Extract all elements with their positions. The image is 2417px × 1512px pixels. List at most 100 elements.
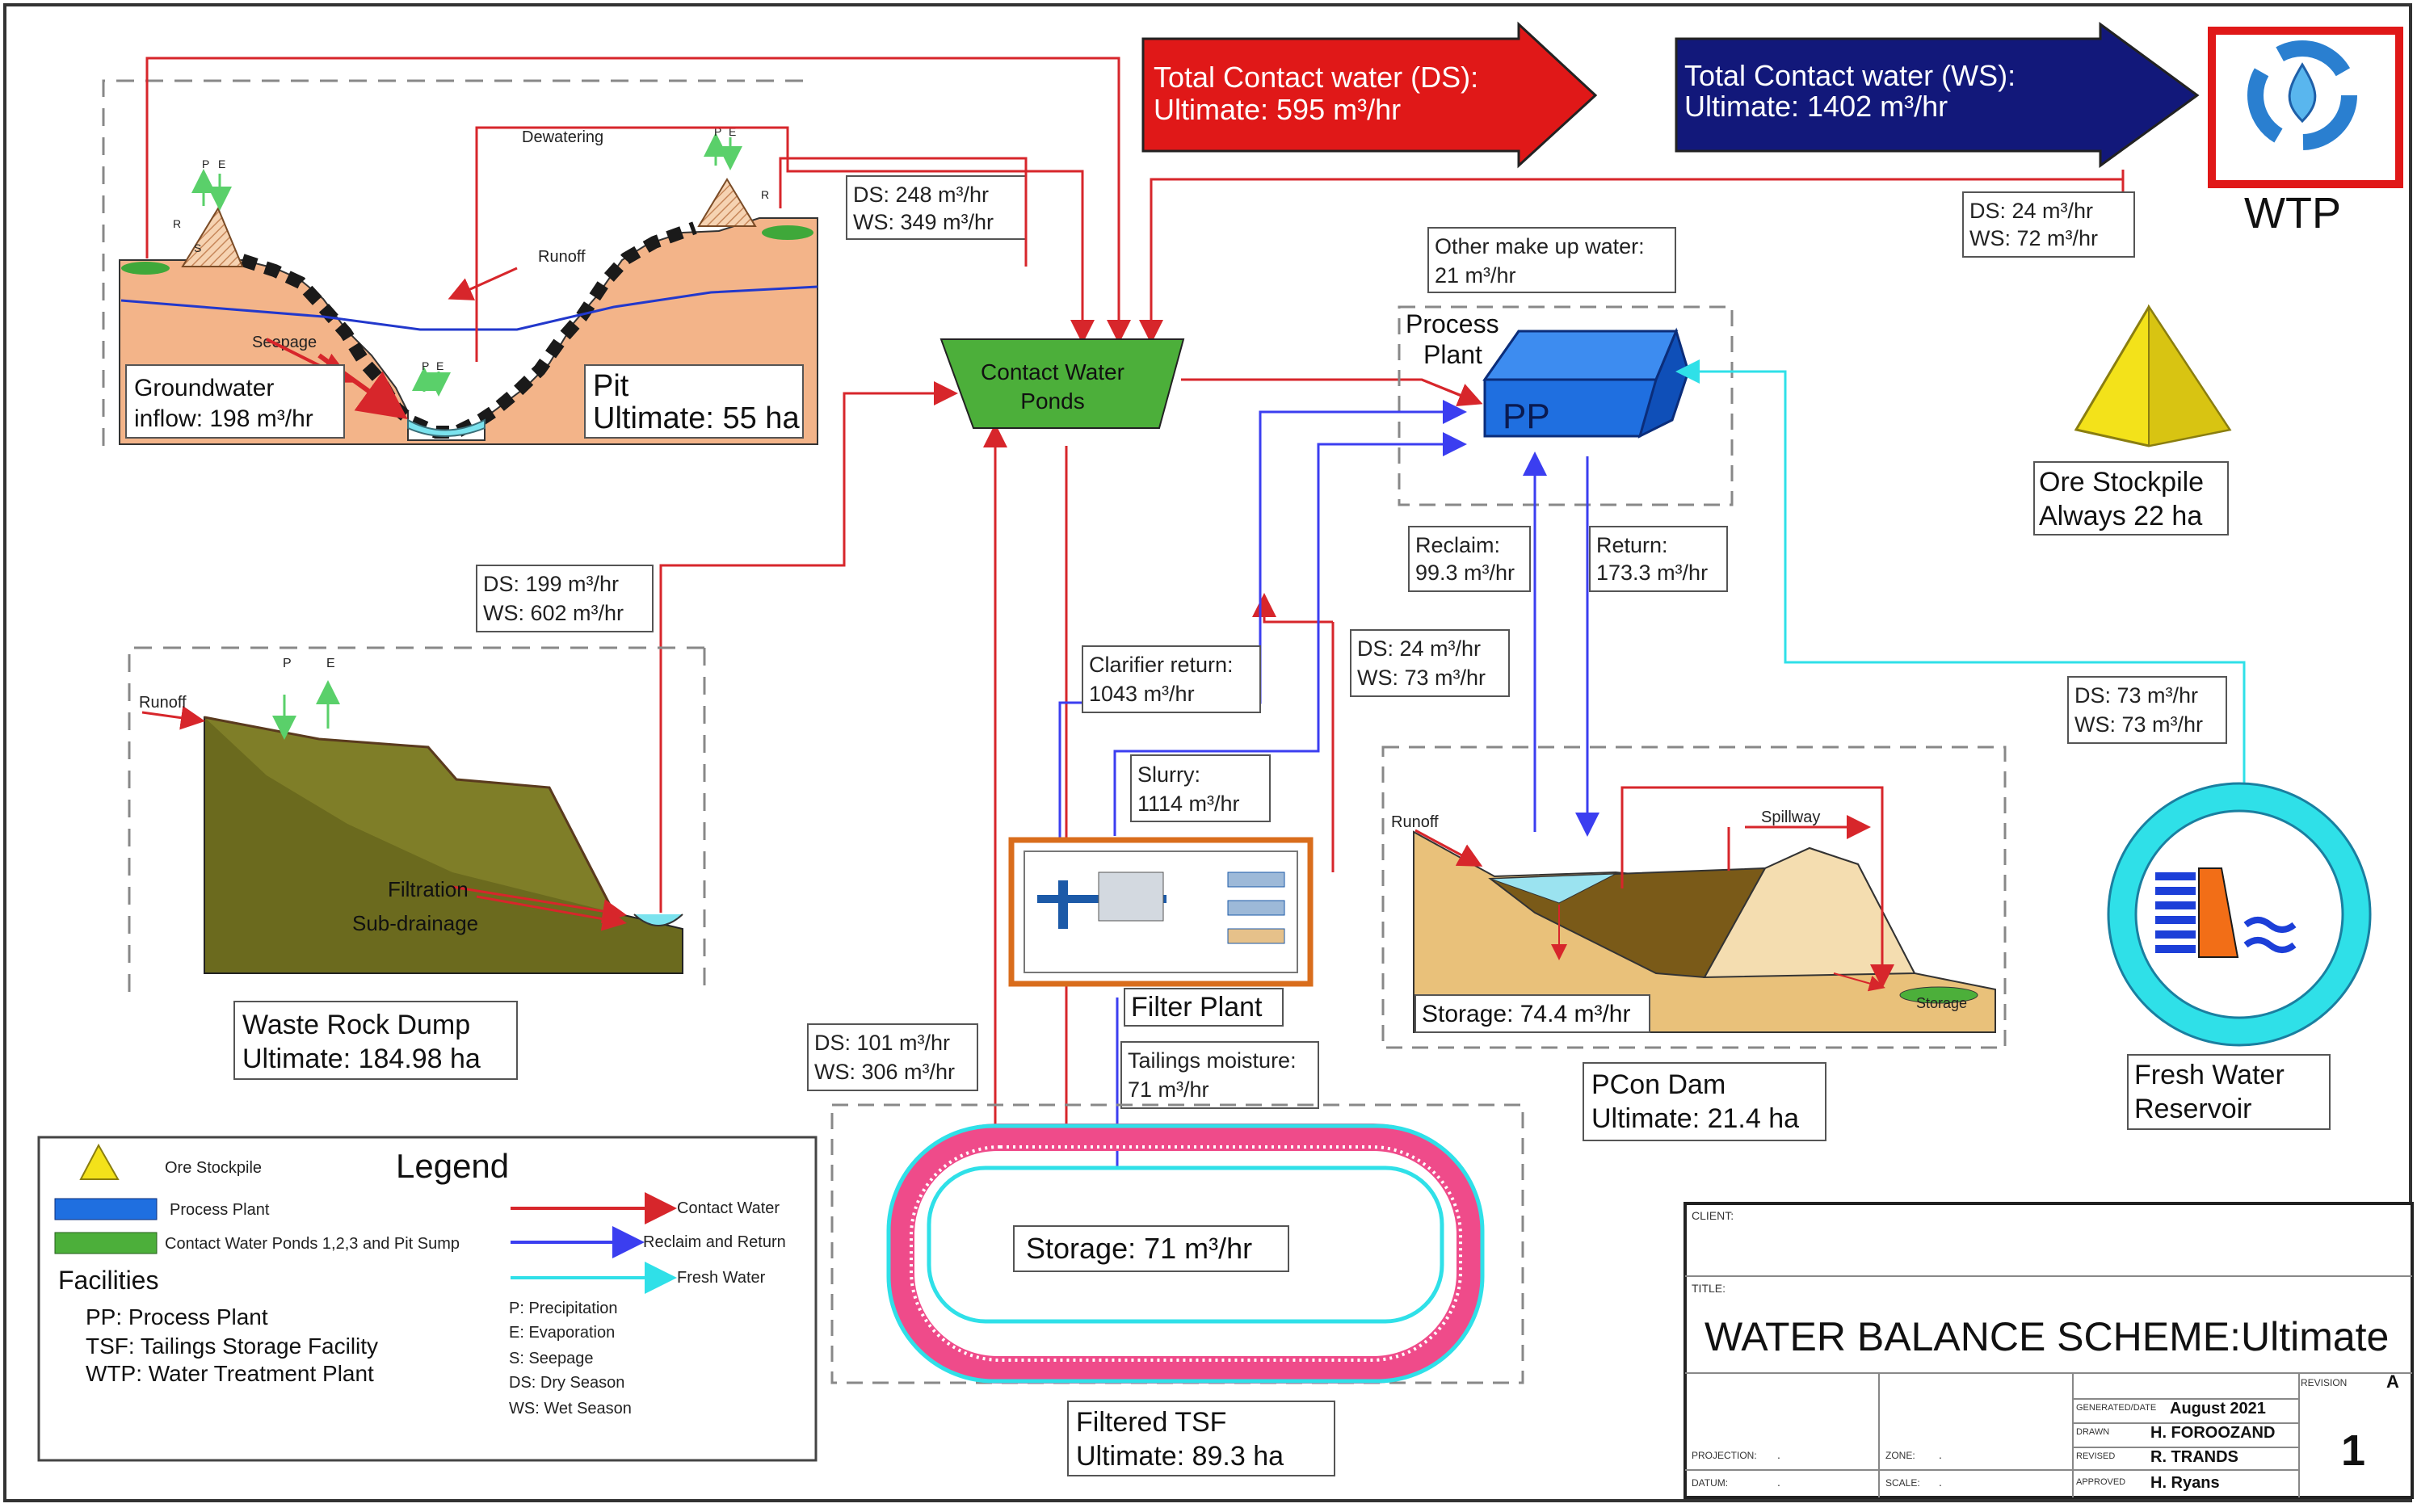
filtered-tsf: Storage: 71 m³/hr Filtered TSF Ultimate:…	[830, 1103, 1524, 1476]
svg-text:E: E	[326, 657, 335, 670]
pcon-dam: Runoff Spillway Storage Storage: 74.4 m³…	[1381, 746, 2007, 1141]
slurry-box	[1130, 754, 1271, 822]
waste-title-line1: Waste Rock Dump	[242, 1010, 470, 1040]
tb-title: WATER BALANCE SCHEME:Ultimate	[1705, 1314, 2389, 1359]
process-plant-area: Other make up water: 21 m³/hr Process Pl…	[1398, 227, 1734, 592]
svg-text:P: P	[202, 158, 209, 170]
fresh-flow-ds: DS: 73 m³/hr	[2074, 683, 2198, 708]
makeup-line1: Other make up water:	[1435, 234, 1645, 258]
legend-contact: Contact Water	[677, 1199, 780, 1217]
pcon-runoff-label: Runoff	[1391, 813, 1439, 831]
legend-fresh: Fresh Water	[677, 1269, 766, 1287]
tailings-line2: 71 m³/hr	[1128, 1077, 1209, 1102]
legend-e-def: E: Evaporation	[509, 1324, 615, 1342]
clarifier-line1: Clarifier return:	[1089, 653, 1234, 677]
return-line1: Return:	[1596, 533, 1668, 557]
tb-sheet: 1	[2341, 1426, 2365, 1475]
wtp-label: WTP	[2244, 189, 2341, 237]
ore-flow-ds: DS: 24 m³/hr	[1969, 199, 2093, 223]
tb-datum-label: DATUM:	[1692, 1477, 1728, 1489]
ponds-line1: Contact Water	[981, 359, 1124, 384]
pit-title-line1: Pit	[593, 369, 629, 403]
slurry-line1: Slurry:	[1137, 762, 1200, 787]
tb-checked-label: REVISED	[2076, 1451, 2115, 1461]
svg-text:.: .	[1777, 1476, 1780, 1489]
tb-revision-label: REVISION	[2301, 1377, 2347, 1388]
fresh-water-line	[1675, 359, 2246, 832]
tsf-flow-box	[807, 1023, 978, 1091]
waste-title-box	[233, 1001, 518, 1080]
title-block: CLIENT: TITLE: WATER BALANCE SCHEME:Ulti…	[1683, 1202, 2414, 1499]
tb-date-label: GENERATED/DATE	[2076, 1403, 2156, 1413]
tsf-flow-ds: DS: 101 m³/hr	[814, 1031, 950, 1055]
legend-pp: Process Plant	[170, 1201, 270, 1219]
dam-icon	[2155, 867, 2297, 958]
pit-runoff-label: Runoff	[538, 248, 586, 266]
tb-scale-label: SCALE:	[1885, 1477, 1920, 1489]
tailings-box	[1120, 1041, 1319, 1109]
groundwater-line1: Groundwater	[134, 375, 274, 401]
slurry-line2: 1114 m³/hr	[1137, 792, 1240, 816]
tb-approved-label: APPROVED	[2076, 1477, 2125, 1487]
tb-drawn-label: DRAWN	[2076, 1427, 2109, 1437]
waste-title-line2: Ultimate: 184.98 ha	[242, 1044, 481, 1074]
fresh-title-box	[2127, 1054, 2331, 1130]
tb-date: August 2021	[2170, 1400, 2266, 1418]
svg-text:.: .	[1939, 1476, 1942, 1489]
tb-checked: R. TRANDS	[2150, 1448, 2238, 1466]
groundwater-box	[125, 364, 345, 439]
return-box	[1589, 526, 1728, 592]
ds-banner-line2: Ultimate: 595 m³/hr	[1154, 93, 1401, 126]
ore-stockpile: DS: 24 m³/hr WS: 72 m³/hr Ore Stockpile …	[1962, 191, 2232, 536]
waste-flow-box	[476, 565, 654, 632]
legend-p-def: P: Precipitation	[509, 1300, 618, 1317]
legend-title: Legend	[396, 1147, 509, 1185]
fresh-title-line1: Fresh Water	[2134, 1060, 2285, 1090]
legend-tsf-def: TSF: Tailings Storage Facility	[86, 1334, 378, 1359]
legend-ds-def: DS: Dry Season	[509, 1374, 624, 1392]
svg-text:E: E	[729, 125, 736, 138]
makeup-line2: 21 m³/hr	[1435, 263, 1516, 288]
subdrainage-label: Sub-drainage	[352, 911, 478, 935]
svg-text:P: P	[283, 657, 292, 670]
legend-pp-def: PP: Process Plant	[86, 1304, 268, 1329]
tsf-storage-box	[1013, 1225, 1289, 1272]
pit-boundary	[102, 79, 808, 446]
tb-client-label: CLIENT:	[1692, 1209, 1734, 1222]
pcon-storage-small: Storage	[1916, 995, 1967, 1011]
legend-ore-swatch	[79, 1143, 120, 1180]
groundwater-line2: inflow: 198 m³/hr	[134, 405, 313, 432]
groundwater-table	[120, 285, 818, 331]
ws-banner: Total Contact water (WS): Ultimate: 1402…	[1675, 22, 2200, 168]
ore-flow-box	[1962, 191, 2135, 258]
reclaim-box	[1408, 526, 1531, 592]
legend-ponds-swatch	[54, 1232, 158, 1254]
svg-text:P: P	[422, 359, 429, 372]
tb-drawn: H. FOROOZAND	[2150, 1424, 2275, 1442]
legend-ore: Ore Stockpile	[165, 1159, 262, 1177]
pit-area: Dewatering Runoff Seepage P E P E P E R …	[102, 79, 1027, 446]
pcon-flow-ws: WS: 73 m³/hr	[1357, 666, 1486, 690]
tb-title-label: TITLE:	[1692, 1282, 1726, 1295]
legend-wtp-def: WTP: Water Treatment Plant	[86, 1361, 374, 1386]
ponds-line2: Ponds	[1020, 388, 1084, 414]
dewatering-label: Dewatering	[522, 128, 603, 146]
legend-pp-swatch	[54, 1198, 158, 1220]
tsf-flow-ws: WS: 306 m³/hr	[814, 1060, 955, 1084]
pit-flow-ds: DS: 248 m³/hr	[853, 183, 989, 207]
svg-text:R: R	[761, 188, 769, 201]
svg-text:.: .	[1939, 1448, 1942, 1461]
ds-banner: Total Contact water (DS): Ultimate: 595 …	[1141, 21, 1598, 169]
pcon-title-line1: PCon Dam	[1591, 1069, 1726, 1100]
tb-projection-label: PROJECTION:	[1692, 1450, 1757, 1461]
fresh-flow-box	[2067, 676, 2227, 744]
legend-s-def: S: Seepage	[509, 1350, 594, 1367]
clarifier-line2: 1043 m³/hr	[1089, 682, 1195, 706]
waste-flow-ws: WS: 602 m³/hr	[483, 601, 624, 625]
svg-text:E: E	[218, 158, 225, 170]
pit-title-box	[584, 364, 804, 439]
process-plant-building: PP	[1482, 327, 1690, 439]
filter-plant: Filter Plant	[1008, 837, 1314, 1027]
filter-plant-label-box	[1124, 988, 1284, 1027]
tb-zone-label: ZONE:	[1885, 1450, 1915, 1461]
